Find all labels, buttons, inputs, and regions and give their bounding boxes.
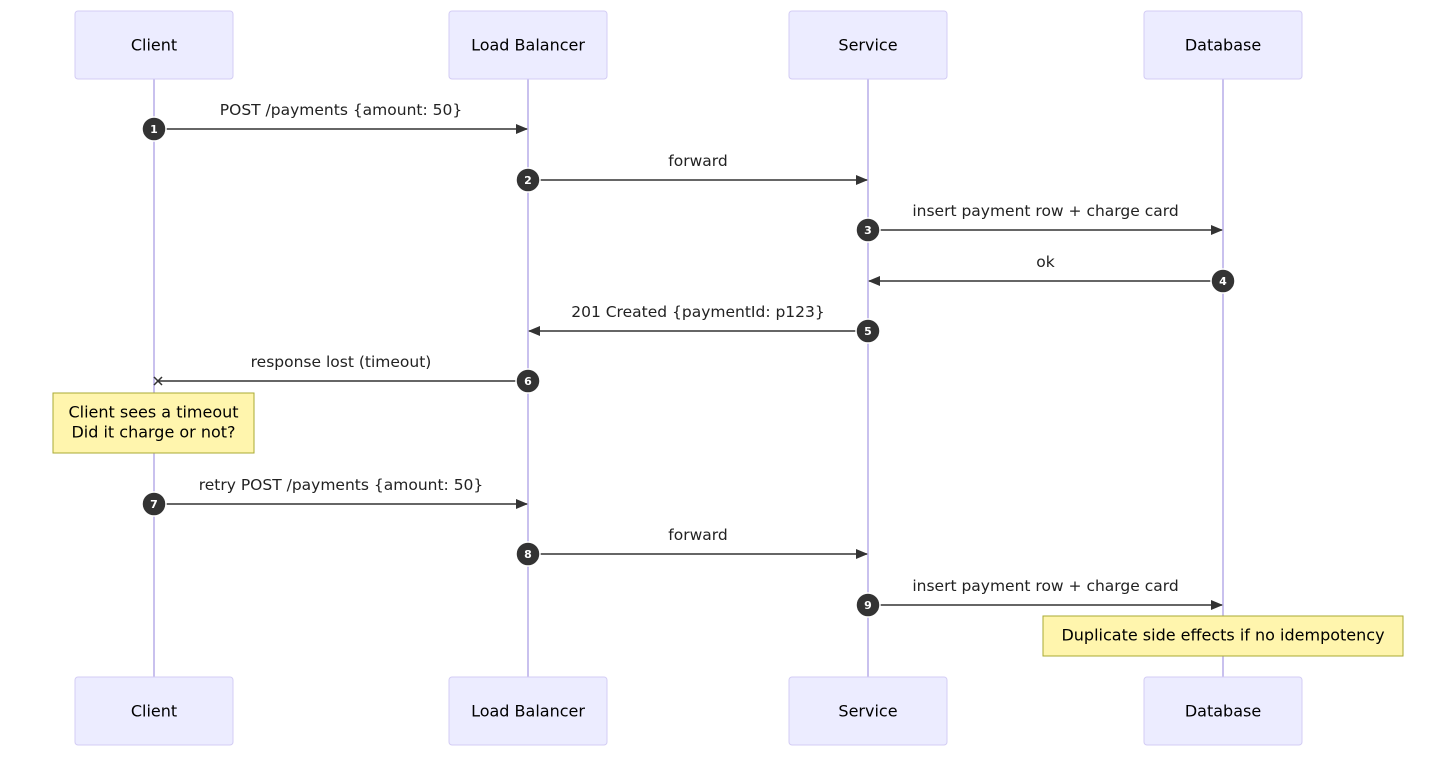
message-8: forward 8: [515, 526, 868, 567]
sequence-number: 8: [524, 548, 532, 561]
message-label: POST /payments {amount: 50}: [220, 101, 462, 119]
message-3: insert payment row + charge card 3: [855, 202, 1223, 243]
actor-box: [788, 676, 948, 746]
actor-box: [788, 10, 948, 80]
note-box: [1042, 615, 1404, 657]
actor-label: Load Balancer: [471, 702, 585, 721]
note-line: Duplicate side effects if no idempotency: [1061, 626, 1384, 645]
message-7: retry POST /payments {amount: 50} 7: [141, 476, 528, 517]
message-5: 201 Created {paymentId: p123} 5: [528, 303, 881, 344]
actor-label: Database: [1185, 702, 1261, 721]
sequence-number: 9: [864, 599, 872, 612]
sequence-number: 6: [524, 375, 532, 388]
sequence-number-badge: [141, 491, 167, 517]
actor-service-bottom: Service: [788, 676, 948, 746]
actor-label: Client: [131, 36, 177, 55]
actor-label: Service: [838, 702, 897, 721]
message-label: forward: [668, 152, 727, 170]
sequence-number: 4: [1219, 275, 1227, 288]
actor-db-top: Database: [1143, 10, 1303, 80]
message-2: forward 2: [515, 152, 868, 193]
message-label: insert payment row + charge card: [912, 577, 1178, 595]
message-1: POST /payments {amount: 50} 1: [141, 101, 528, 142]
sequence-number-badge: [855, 217, 881, 243]
sequence-number: 3: [864, 224, 872, 237]
sequence-number: 7: [150, 498, 158, 511]
sequence-number-badge: [141, 116, 167, 142]
sequence-number: 5: [864, 325, 872, 338]
actor-lb-top: Load Balancer: [448, 10, 608, 80]
actor-client-bottom: Client: [74, 676, 234, 746]
actor-box: [1143, 676, 1303, 746]
message-label: 201 Created {paymentId: p123}: [571, 303, 825, 321]
actor-client-top: Client: [74, 10, 234, 80]
sequence-number: 2: [524, 174, 532, 187]
note-box: [52, 392, 255, 454]
sequence-number-badge: [515, 167, 541, 193]
sequence-number: 1: [150, 123, 158, 136]
sequence-number-badge: [1210, 268, 1236, 294]
message-6: response lost (timeout) 6: [153, 353, 541, 394]
actor-lb-bottom: Load Balancer: [448, 676, 608, 746]
actor-label: Service: [838, 36, 897, 55]
message-label: forward: [668, 526, 727, 544]
actor-box: [448, 676, 608, 746]
note-line: Did it charge or not?: [71, 423, 235, 442]
actor-box: [74, 676, 234, 746]
lost-cross-icon: [153, 376, 163, 386]
message-9: insert payment row + charge card 9: [855, 577, 1223, 618]
sequence-number-badge: [515, 368, 541, 394]
actor-db-bottom: Database: [1143, 676, 1303, 746]
note-db: Duplicate side effects if no idempotency: [1042, 615, 1404, 657]
actor-service-top: Service: [788, 10, 948, 80]
actor-label: Load Balancer: [471, 36, 585, 55]
actor-box: [448, 10, 608, 80]
actor-box: [1143, 10, 1303, 80]
message-label: ok: [1036, 253, 1054, 271]
message-label: response lost (timeout): [251, 353, 432, 371]
message-label: insert payment row + charge card: [912, 202, 1178, 220]
sequence-number-badge: [855, 592, 881, 618]
message-4: ok 4: [868, 253, 1236, 294]
note-line: Client sees a timeout: [68, 403, 238, 422]
message-label: retry POST /payments {amount: 50}: [199, 476, 484, 494]
actor-label: Database: [1185, 36, 1261, 55]
sequence-number-badge: [855, 318, 881, 344]
actor-box: [74, 10, 234, 80]
sequence-number-badge: [515, 541, 541, 567]
actor-label: Client: [131, 702, 177, 721]
